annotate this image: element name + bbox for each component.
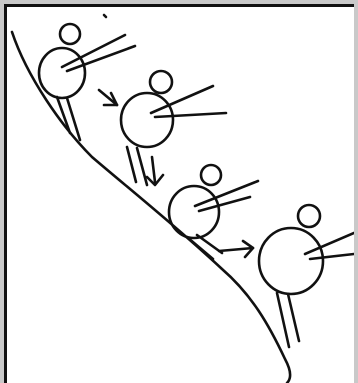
figure-2-arm <box>155 113 226 117</box>
figure-1-body <box>39 48 85 98</box>
figure-3-leg <box>187 237 213 259</box>
drawing-canvas <box>4 4 354 383</box>
figure-3-body <box>169 186 219 238</box>
figure-4-leg <box>277 293 289 347</box>
figure-2-body <box>121 93 173 147</box>
figure-2-leg <box>127 147 136 182</box>
figure-3 <box>169 165 258 259</box>
figure-4-arm <box>310 254 354 259</box>
figure-2 <box>121 71 226 185</box>
arrow-3 <box>219 241 253 257</box>
figure-2-arm <box>151 86 213 113</box>
figure-4-head <box>298 205 320 227</box>
figure-2-head <box>150 71 172 93</box>
figure-2-leg <box>137 148 147 185</box>
figure-4 <box>259 205 354 347</box>
figure-4-leg <box>288 294 299 341</box>
figure-3-head <box>201 165 221 185</box>
arrow-2 <box>147 157 163 185</box>
arrow-1 <box>99 90 117 105</box>
sketch-drawing <box>7 7 354 383</box>
figure-4-body <box>259 228 323 294</box>
stray-mark <box>104 15 106 17</box>
figure-3-arm <box>199 197 250 211</box>
figure-1-head <box>60 24 80 44</box>
